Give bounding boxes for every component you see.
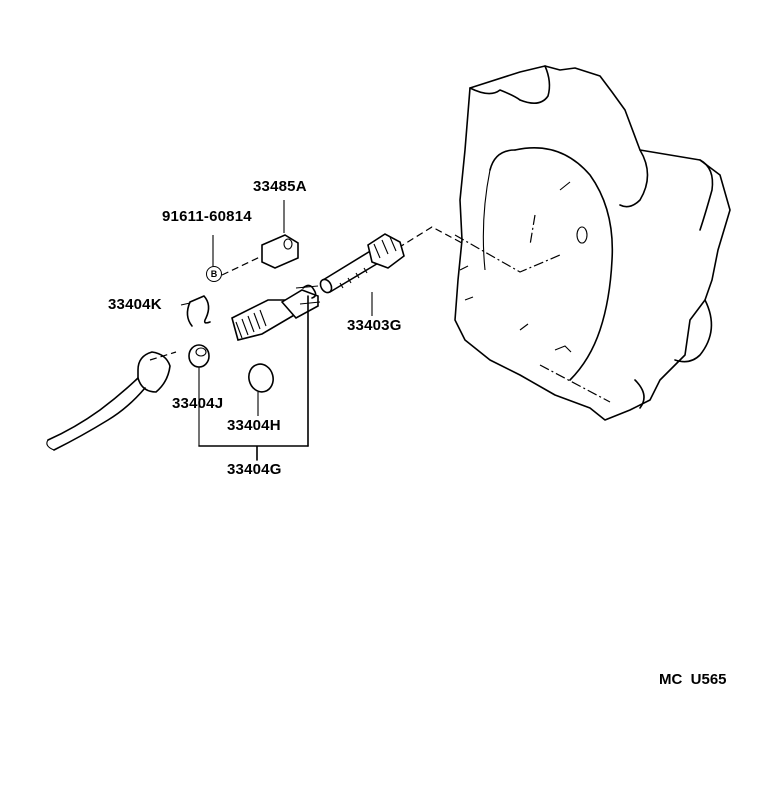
group-bracket — [198, 445, 309, 461]
speedometer-cable — [46, 351, 177, 451]
bolt-badge: B — [206, 266, 222, 282]
label-33404H: 33404H — [227, 417, 281, 434]
label-33404J: 33404J — [172, 395, 224, 412]
label-91611-60814: 91611-60814 — [162, 208, 252, 225]
oil-seal — [188, 344, 210, 446]
label-33404K: 33404K — [108, 296, 162, 313]
diagram-reference-code: MC U565 — [659, 671, 727, 688]
speedometer-sleeve — [231, 284, 321, 447]
sleeve-part — [261, 200, 299, 269]
o-ring — [248, 363, 274, 416]
transmission-housing — [454, 65, 731, 421]
speedometer-driven-gear — [319, 233, 405, 316]
bolt-centerline — [221, 255, 263, 276]
label-33403G: 33403G — [347, 317, 402, 334]
label-33404G: 33404G — [227, 461, 282, 478]
retaining-clip — [180, 295, 211, 327]
label-33485A: 33485A — [253, 178, 307, 195]
assembly-centerline — [397, 226, 463, 249]
